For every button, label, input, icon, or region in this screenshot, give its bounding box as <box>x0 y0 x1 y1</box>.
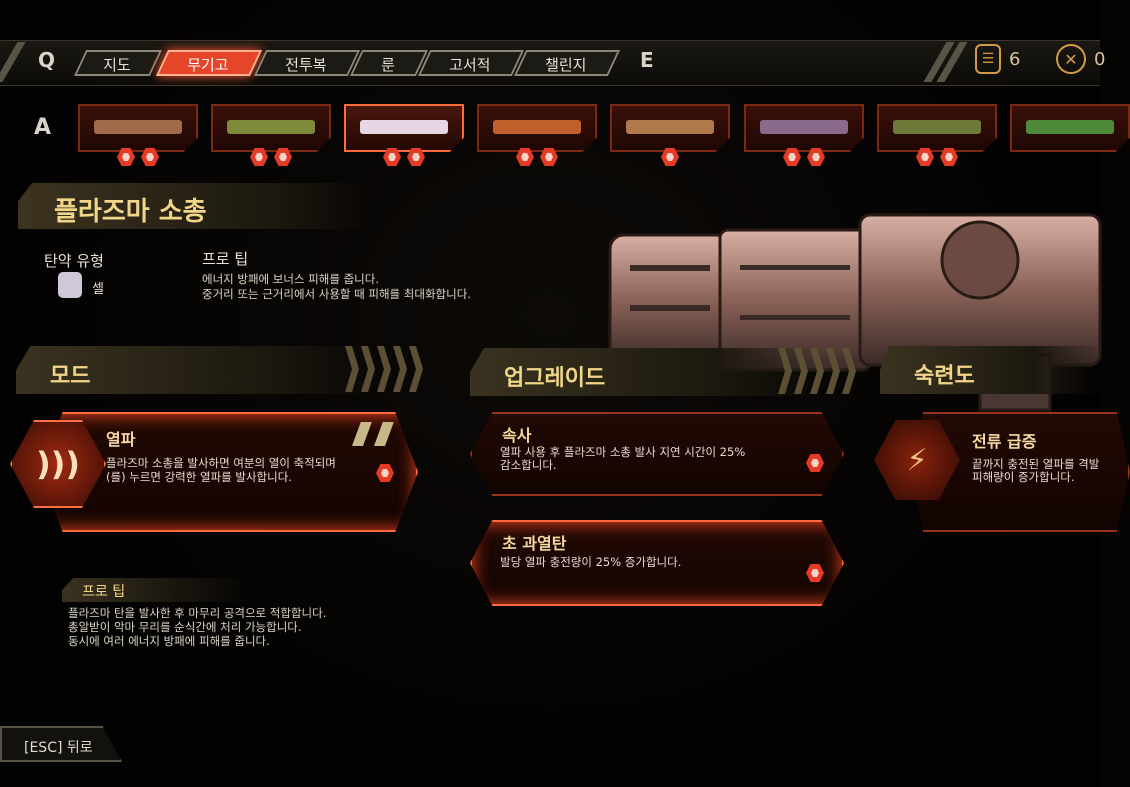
weapon-tip-line-1: 에너지 방패에 보너스 피해를 줍니다. <box>202 272 379 286</box>
mastery-section-header: 숙련도 <box>880 346 1100 394</box>
upgrade-card-quick-recovery[interactable]: 속사 열파 사용 후 플라즈마 소총 발사 지연 시간이 25% 감소합니다. <box>470 412 844 496</box>
upgrade-2-status-hex <box>806 564 824 582</box>
weapon-thumbnail-icon <box>493 120 581 134</box>
mod-indicator-hex <box>940 148 958 166</box>
mod-desc-line-2: (를) 누르면 강력한 열파를 발사합니다. <box>106 470 292 484</box>
upgrade-1-status-hex <box>806 454 824 472</box>
tab-codex[interactable]: 고서적 <box>417 50 525 76</box>
weapon-mod-indicators <box>916 148 958 166</box>
weapon-mod-indicators <box>661 148 679 166</box>
weapon-slot-8[interactable] <box>1010 104 1130 152</box>
battery-count: 6 <box>1009 48 1021 70</box>
weapon-title: 플라즈마 소총 <box>54 197 207 227</box>
pro-tip-line-1: 플라즈마 탄을 발사한 후 마무리 공격으로 적합합니다. <box>68 606 327 620</box>
mastery-title: 전류 급증 <box>972 432 1037 451</box>
armory-screen: Q 지도 무기고 전투복 룬 고서적 챌린지 E ☰ 6 ✕ 0 A 플라즈마 … <box>0 0 1100 787</box>
upgrade-section-header: 업그레이드 <box>470 348 820 396</box>
cell-ammo-icon <box>58 272 82 298</box>
weapon-slot-1[interactable] <box>78 104 198 152</box>
mod-indicator-hex <box>274 148 292 166</box>
weapon-thumbnail-icon <box>1026 120 1114 134</box>
mastery-section-title: 숙련도 <box>914 364 975 389</box>
mod-indicator-hex <box>407 148 425 166</box>
prev-tab-key[interactable]: Q <box>38 48 56 72</box>
upgrade-chevrons <box>778 348 856 394</box>
mod-indicator-hex <box>916 148 934 166</box>
weapon-mod-indicators <box>250 148 292 166</box>
upgrade-1-desc-line-1: 열파 사용 후 플라즈마 소총 발사 지연 시간이 25% <box>500 445 746 459</box>
weapon-point-icon: ✕ <box>1056 44 1086 74</box>
upgrade-section-title: 업그레이드 <box>504 366 606 391</box>
weapon-cycle-key[interactable]: A <box>34 115 52 140</box>
weapon-mod-indicators <box>783 148 825 166</box>
mod-card-heat-blast[interactable]: 열파 플라즈마 소총을 발사하면 여분의 열이 축적되며 (를) 누르면 강력한… <box>40 412 418 532</box>
weapon-model-image <box>608 213 1102 412</box>
tab-arsenal[interactable]: 무기고 <box>155 50 263 76</box>
weapon-thumbnail-icon <box>227 120 315 134</box>
mod-indicator-hex <box>807 148 825 166</box>
weapon-thumbnail-icon <box>760 120 848 134</box>
weapon-point-count: 0 <box>1094 48 1106 70</box>
back-button[interactable]: [ESC] 뒤로 <box>0 726 122 762</box>
mod-indicator-hex <box>250 148 268 166</box>
upgrade-1-desc-line-2: 감소합니다. <box>500 458 557 472</box>
mod-status-hex <box>376 464 394 482</box>
pro-tip-line-3: 동시에 여러 에너지 방패에 피해를 줍니다. <box>68 634 270 648</box>
weapon-slot-3[interactable] <box>344 104 464 152</box>
mod-indicator-hex <box>383 148 401 166</box>
upgrade-2-title: 초 과열탄 <box>502 534 567 553</box>
weapon-title-banner: 플라즈마 소총 <box>18 183 368 229</box>
battery-icon: ☰ <box>975 44 1001 74</box>
mod-section-title: 모드 <box>50 364 91 389</box>
upgrade-1-title: 속사 <box>502 426 532 445</box>
tab-runes[interactable]: 룬 <box>349 50 429 76</box>
upgrade-2-desc-line-1: 발당 열파 충전량이 25% 증가합니다. <box>500 555 682 569</box>
weapon-mod-indicators <box>117 148 159 166</box>
mod-chevrons <box>345 346 423 392</box>
tab-challenges[interactable]: 챌린지 <box>513 50 621 76</box>
weapon-thumbnail-icon <box>893 120 981 134</box>
mod-desc-line-1: 플라즈마 소총을 발사하면 여분의 열이 축적되며 <box>106 456 336 470</box>
pro-tip-label: 프로 팁 <box>82 584 126 600</box>
next-tab-key[interactable]: E <box>640 48 654 72</box>
weapon-slot-6[interactable] <box>744 104 864 152</box>
mod-indicator-hex <box>540 148 558 166</box>
weapon-slot-4[interactable] <box>477 104 597 152</box>
ammo-type-label: 탄약 유형 <box>44 252 104 270</box>
weapon-thumbnail-icon <box>94 120 182 134</box>
weapon-slot-2[interactable] <box>211 104 331 152</box>
mastery-desc-line-2: 피해량이 증가합니다. <box>972 470 1075 484</box>
mod-indicator-hex <box>661 148 679 166</box>
weapon-thumbnail-icon <box>626 120 714 134</box>
weapon-tip-line-2: 중거리 또는 근거리에서 사용할 때 피해를 최대화합니다. <box>202 287 471 301</box>
mastery-desc-line-1: 끝까지 충전된 열파를 격발 <box>972 457 1100 471</box>
weapon-point-counter: ✕ 0 <box>1056 44 1105 74</box>
back-label: [ESC] 뒤로 <box>24 740 93 756</box>
weapon-slot-5[interactable] <box>610 104 730 152</box>
mod-indicator-hex <box>117 148 135 166</box>
weapon-thumbnail-icon <box>360 120 448 134</box>
tab-map[interactable]: 지도 <box>73 50 163 76</box>
weapon-mod-indicators <box>516 148 558 166</box>
weapon-mod-indicators <box>383 148 425 166</box>
upgrade-card-super-heated-rounds[interactable]: 초 과열탄 발당 열파 충전량이 25% 증가합니다. <box>470 520 844 606</box>
pro-tip-line-2: 총알받이 악마 무리를 순식간에 처리 가능합니다. <box>68 620 302 634</box>
sentinel-battery-counter: ☰ 6 <box>975 44 1020 74</box>
weapon-slot-7[interactable] <box>877 104 997 152</box>
mod-indicator-hex <box>783 148 801 166</box>
weapon-tip-label: 프로 팁 <box>202 250 249 268</box>
pro-tip-header: 프로 팁 <box>62 578 252 602</box>
mod-section-header: 모드 <box>16 346 376 394</box>
mod-indicator-hex <box>516 148 534 166</box>
mod-title: 열파 <box>106 430 136 449</box>
tab-praetor-suit[interactable]: 전투복 <box>253 50 361 76</box>
mod-indicator-hex <box>141 148 159 166</box>
ammo-type-value: 셀 <box>92 282 104 297</box>
